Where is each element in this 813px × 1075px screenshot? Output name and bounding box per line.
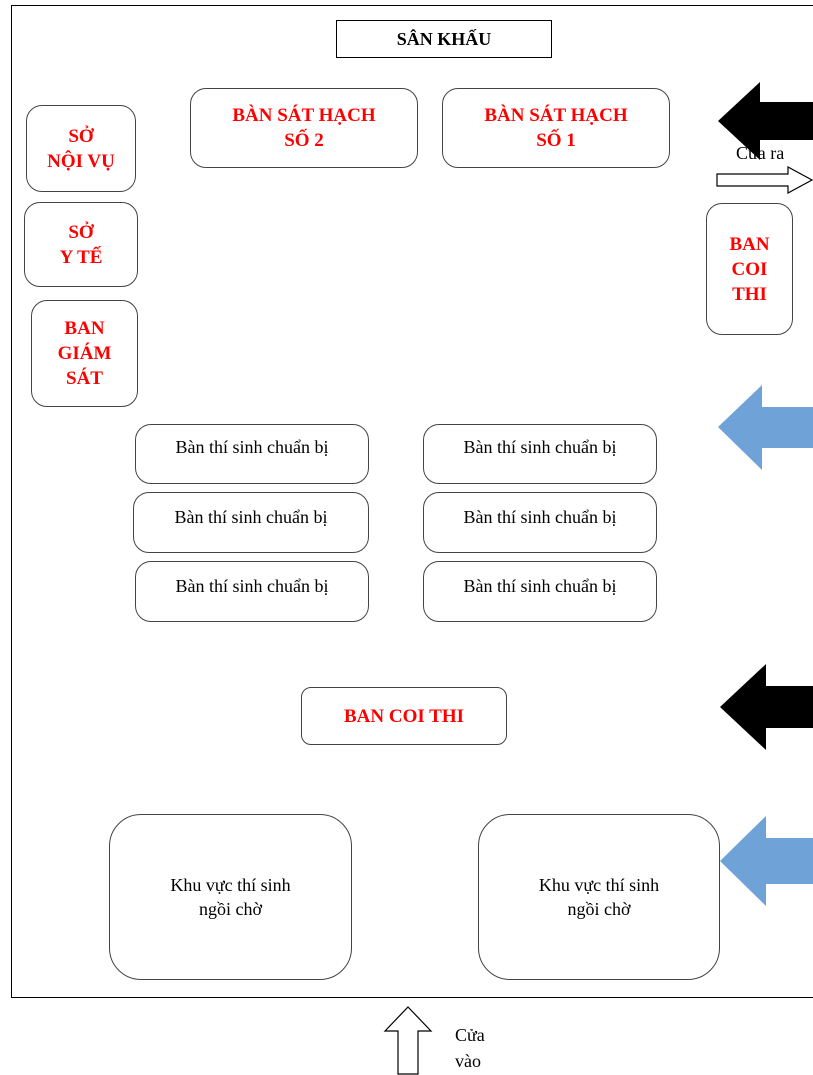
exit-label: Cửa ra [736,143,785,163]
proctor-board-side: BAN COI THI [706,203,793,335]
proctor-board-side-line1: BAN [729,233,770,255]
entrance-arrow-up-icon [383,1006,433,1075]
dept-health-line1: SỞ [68,221,94,243]
prep-table-2: Bàn thí sinh chuẩn bị [423,424,657,484]
black-arrow-left-icon [718,82,813,160]
waiting-area-left-line2: ngồi chờ [198,899,262,919]
supervision-board: BAN GIÁM SÁT [31,300,138,407]
dept-health-line2: Y TẾ [59,246,103,268]
dept-health: SỞ Y TẾ [24,202,138,287]
waiting-area-right-line1: Khu vực thí sinh [538,875,660,895]
entrance-label: Cửa vào [455,1023,485,1073]
examiner-table-1-line1: BÀN SÁT HẠCH [484,105,628,126]
prep-table-1: Bàn thí sinh chuẩn bị [135,424,369,484]
blue-arrow-left-icon [720,816,813,906]
waiting-area-left-line1: Khu vực thí sinh [170,875,291,895]
dept-home-affairs-line2: NỘI VỤ [47,150,115,172]
examiner-table-1: BÀN SÁT HẠCH SỐ 1 [442,88,670,168]
stage-label: SÂN KHẤU [396,28,492,49]
blue-arrow-left-icon [718,385,813,470]
entrance-label-line2: vào [455,1051,481,1071]
examiner-table-2-line2: SỐ 2 [284,130,324,151]
prep-table-3-label: Bàn thí sinh chuẩn bị [174,507,328,527]
black-arrow-left-icon [720,664,813,750]
dept-home-affairs-line1: SỞ [68,125,94,147]
waiting-area-right: Khu vực thí sinh ngồi chờ [478,814,720,980]
prep-table-6: Bàn thí sinh chuẩn bị [423,561,657,622]
prep-table-4: Bàn thí sinh chuẩn bị [423,492,657,553]
entrance-label-line1: Cửa [455,1025,485,1045]
prep-table-4-label: Bàn thí sinh chuẩn bị [463,507,617,527]
examiner-table-2: BÀN SÁT HẠCH SỐ 2 [190,88,418,168]
prep-table-1-label: Bàn thí sinh chuẩn bị [175,437,329,457]
supervision-board-line1: BAN [64,318,105,339]
exit-arrow-right-icon [716,165,813,195]
examiner-table-1-line2: SỐ 1 [536,130,576,151]
dept-home-affairs: SỞ NỘI VỤ [26,105,136,192]
proctor-board-side-line2: COI [731,258,768,280]
examiner-table-2-line1: BÀN SÁT HẠCH [232,105,376,126]
exam-room-outline [11,5,813,998]
waiting-area-left: Khu vực thí sinh ngồi chờ [109,814,352,980]
prep-table-6-label: Bàn thí sinh chuẩn bị [463,576,617,596]
supervision-board-line3: SÁT [66,368,103,389]
prep-table-2-label: Bàn thí sinh chuẩn bị [463,437,617,457]
proctor-board-side-line3: THI [732,283,767,305]
prep-table-5: Bàn thí sinh chuẩn bị [135,561,369,622]
supervision-board-line2: GIÁM [57,343,112,364]
prep-table-5-label: Bàn thí sinh chuẩn bị [175,576,329,596]
prep-table-3: Bàn thí sinh chuẩn bị [133,492,369,553]
proctor-board-center-label: BAN COI THI [343,705,464,727]
proctor-board-center: BAN COI THI [301,687,507,745]
waiting-area-right-line2: ngồi chờ [567,899,631,919]
stage: SÂN KHẤU [336,20,552,58]
